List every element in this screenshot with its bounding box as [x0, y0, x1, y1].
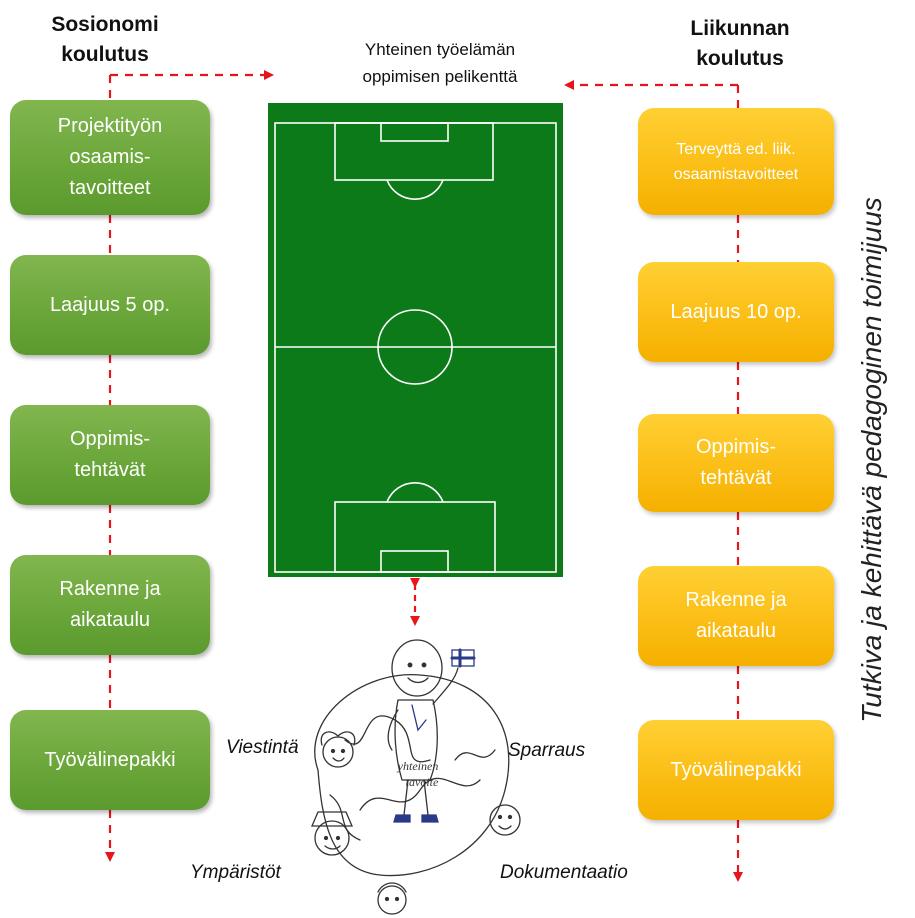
left-box-1-line-2: osaamis- [69, 146, 151, 168]
left-box-structure-schedule: Rakenne ja aikataulu [10, 555, 210, 655]
team-sketch-illustration [311, 639, 521, 915]
right-box-structure-schedule: Rakenne ja aikataulu [638, 566, 834, 666]
theme-viestinta: Viestintä [226, 737, 299, 758]
left-box-4-line-2: aikataulu [69, 609, 151, 631]
left-box-toolkit: Työvälinepakki [10, 710, 210, 810]
soccer-pitch [268, 103, 563, 577]
right-box-3-line-2: tehtävät [700, 467, 772, 489]
right-column-header: Liikunnan koulutus [655, 14, 825, 74]
field-title: Yhteinen työelämän oppimisen pelikenttä [290, 36, 590, 90]
left-dashed-connector [105, 70, 274, 862]
right-box-4-line-2: aikataulu [695, 620, 777, 642]
left-box-5-line-1: Työvälinepakki [44, 748, 176, 771]
right-box-1-line-1: Terveyttä ed. liik. [676, 140, 796, 158]
theme-dokumentaatio: Dokumentaatio [500, 862, 628, 883]
left-box-1-line-3: tavoitteet [69, 177, 151, 199]
sketch-center-text-line-1: yhteinen [397, 759, 439, 773]
right-box-4-line-1: Rakenne ja [685, 589, 787, 611]
left-box-3-line-1: Oppimis- [69, 428, 150, 450]
right-box-toolkit: Työvälinepakki [638, 720, 834, 820]
left-box-assignments: Oppimis- tehtävät [10, 405, 210, 505]
left-box-4-line-1: Rakenne ja [59, 578, 161, 600]
theme-ymparistot: Ympäristöt [190, 862, 281, 883]
side-label: Tutkiva ja kehittävä pedagoginen toimiju… [856, 197, 887, 723]
theme-sparraus: Sparraus [508, 740, 586, 761]
field-title-line-2: oppimisen pelikenttä [362, 67, 518, 86]
right-header-line-2: koulutus [696, 47, 784, 70]
right-dashed-connector [564, 80, 743, 882]
field-title-line-1: Yhteinen työelämän [364, 40, 516, 59]
left-box-3-line-2: tehtävät [74, 459, 146, 481]
left-column-header: Sosionomi koulutus [20, 10, 190, 70]
right-box-learning-goals: Terveyttä ed. liik. osaamistavoitteet [638, 108, 834, 215]
left-box-scope: Laajuus 5 op. [10, 255, 210, 355]
right-header-line-1: Liikunnan [690, 17, 790, 40]
right-box-1-line-2: osaamistavoitteet [673, 165, 799, 183]
sketch-center-text-line-2: tavoite [406, 775, 439, 789]
right-box-assignments: Oppimis- tehtävät [638, 414, 834, 512]
left-box-learning-goals: Projektityön osaamis- tavoitteet [10, 100, 210, 215]
right-box-2-line-1: Laajuus 10 op. [670, 300, 802, 323]
right-box-scope: Laajuus 10 op. [638, 262, 834, 362]
right-box-5-line-1: Työvälinepakki [670, 758, 802, 781]
left-box-2-line-1: Laajuus 5 op. [49, 293, 171, 316]
right-box-3-line-1: Oppimis- [695, 436, 776, 458]
left-header-line-2: koulutus [61, 43, 149, 66]
left-box-1-line-1: Projektityön [57, 115, 163, 137]
left-header-line-1: Sosionomi [51, 13, 159, 36]
